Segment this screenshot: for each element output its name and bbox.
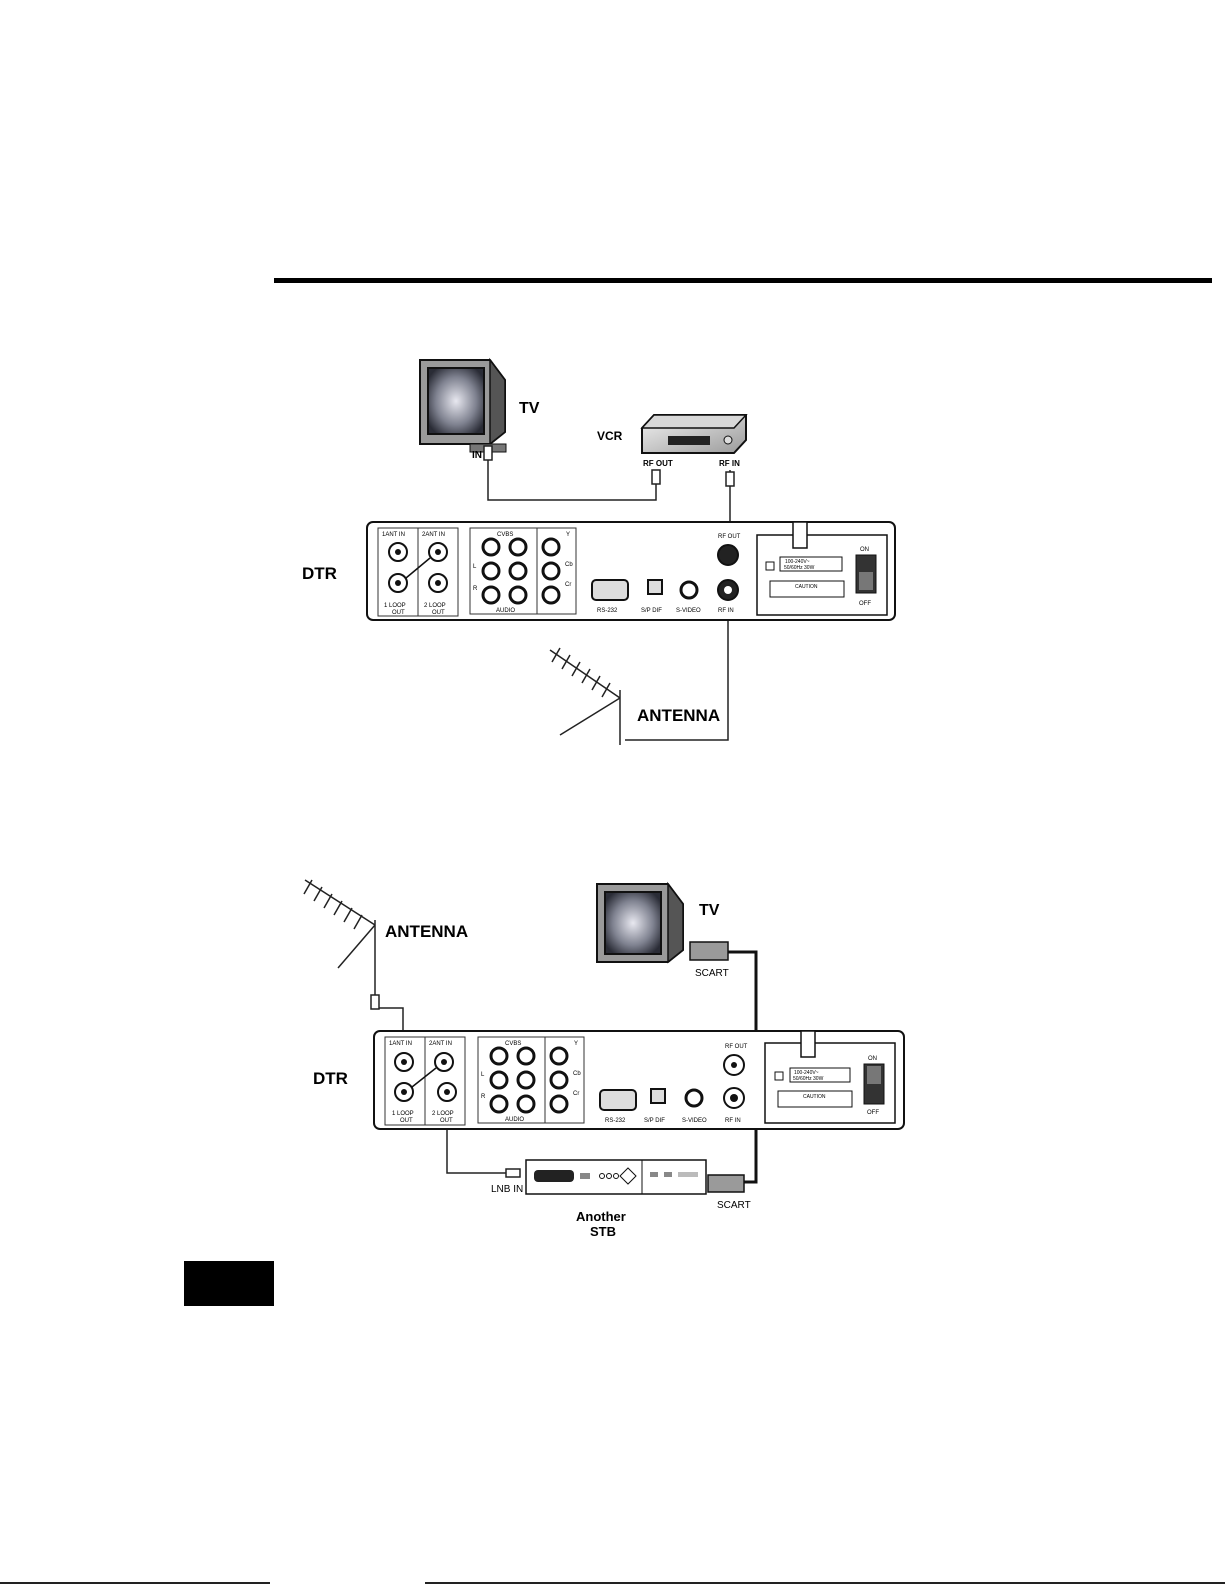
ant1-in-label: 1ANT IN [382,532,405,538]
y-label: Y [574,1041,578,1047]
rf-out-port-label: RF OUT [725,1044,748,1050]
cr-label: Cr [573,1091,579,1097]
loop1-out-label-b: OUT [400,1118,413,1124]
svideo-label: S-VIDEO [682,1118,707,1124]
off-label: OFF [859,601,871,607]
footer-line-left [0,1582,270,1584]
header-rule [274,278,1212,283]
loop1-out-label-b: OUT [392,610,405,616]
cvbs-label: CVBS [497,532,513,538]
another-stb-label: Another [576,1209,626,1224]
footer-line-right [425,1582,1225,1584]
rf-in-port-label: RF IN [718,608,734,614]
rf-in-port-label: RF IN [725,1118,741,1124]
dtr-label: DTR [313,1069,348,1088]
vcr-label: VCR [597,429,623,443]
tv-label: TV [519,400,540,417]
rs232-label: RS-232 [597,608,618,614]
cb-label: Cb [573,1071,581,1077]
tv-icon [419,357,507,453]
antenna-icon [549,647,621,745]
loop2-out-label: 2 LOOP [424,603,446,609]
loop1-out-label: 1 LOOP [384,603,406,609]
spdif-label: S/P DIF [641,608,662,614]
dtr-rear-panel: 1ANT IN 2ANT IN 1 LOOP OUT 2 LOOP OUT CV… [366,521,896,621]
loop2-out-label-b: OUT [440,1118,453,1124]
page-tab-marker [184,1261,274,1306]
on-label: ON [868,1056,877,1062]
power-rating-label: 100-240V~ [794,1070,819,1076]
another-stb-icon [525,1159,707,1195]
lnb-in-label: LNB IN [491,1184,523,1195]
rf-out-port-label: RF OUT [718,534,741,540]
loop2-out-label: 2 LOOP [432,1111,454,1117]
antenna-icon [303,879,376,995]
y-label: Y [566,532,570,538]
cable-antenna-to-dtr [625,592,729,741]
rs232-label: RS-232 [605,1118,626,1124]
audio-label: AUDIO [505,1117,524,1123]
scart-plug-stb [707,1174,745,1193]
loop2-out-label-b: OUT [432,610,445,616]
another-stb-label-b: STB [590,1224,616,1239]
connection-diagram-vcr: TV IN VCR RF OUT RF IN 1ANT IN 2ANT IN 1… [302,357,896,745]
antenna-label: ANTENNA [637,706,720,725]
vcr-rf-in-label: RF IN [719,459,740,468]
power-rating-label-b: 50/60Hz 30W [784,565,815,571]
audio-r-label: R [481,1094,486,1100]
cb-label: Cb [565,562,573,568]
ant2-in-label: 2ANT IN [422,532,445,538]
scart-plug-tv [689,941,729,961]
scart-stb-label: SCART [717,1200,751,1211]
ant1-in-label: 1ANT IN [389,1041,412,1047]
tv-icon [596,881,684,964]
audio-label: AUDIO [496,608,515,614]
tv-in-label: IN [472,450,482,461]
connection-diagram-stb: ANTENNA TV SCART 1ANT IN 2ANT IN 1 LOOP … [303,879,905,1239]
spdif-label: S/P DIF [644,1118,665,1124]
caution-label: CAUTION [803,1094,826,1100]
audio-l-label: L [473,564,477,570]
dtr-rear-panel: 1ANT IN 2ANT IN 1 LOOP OUT 2 LOOP OUT CV… [373,1030,905,1130]
audio-l-label: L [481,1072,485,1078]
scart-tv-label: SCART [695,968,729,979]
cvbs-label: CVBS [505,1041,521,1047]
dtr-label: DTR [302,564,337,583]
power-rating-label-b: 50/60Hz 30W [793,1076,824,1082]
antenna-label: ANTENNA [385,922,468,941]
ant2-in-label: 2ANT IN [429,1041,452,1047]
svideo-label: S-VIDEO [676,608,701,614]
audio-r-label: R [473,586,478,592]
caution-label: CAUTION [795,584,818,590]
on-label: ON [860,547,869,553]
tv-label: TV [699,902,720,919]
vcr-rf-out-label: RF OUT [643,459,673,468]
off-label: OFF [867,1110,879,1116]
loop1-out-label: 1 LOOP [392,1111,414,1117]
vcr-icon [640,414,748,454]
cable-tv-to-vcr [483,445,661,501]
cr-label: Cr [565,582,571,588]
power-rating-label: 100-240V~ [785,559,810,565]
